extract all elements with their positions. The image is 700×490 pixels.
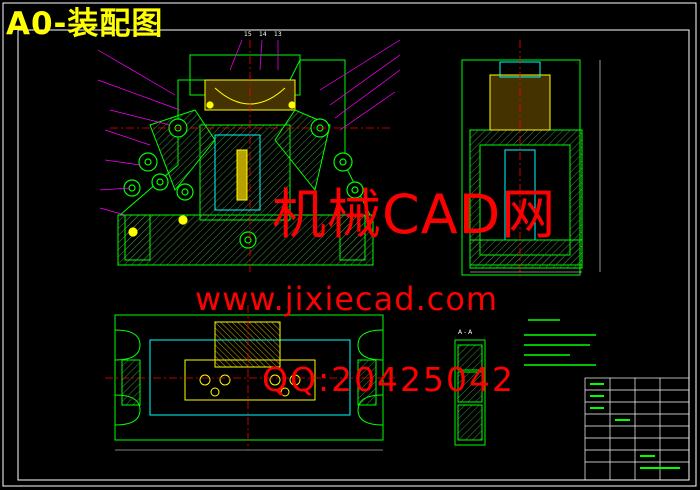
top-view-centerlines [105, 305, 395, 450]
balloon-13: 13 [274, 31, 282, 38]
drawing-title: A0-装配图 [6, 6, 164, 42]
top-view-holes [199, 374, 301, 397]
technical-notes [524, 319, 596, 366]
title-block-text-marks [590, 383, 680, 469]
watermark-url: www.jixiecad.com [195, 280, 499, 318]
title-block [584, 377, 690, 481]
watermark-qq: QQ:20425042 [262, 360, 516, 399]
top-view [114, 314, 384, 441]
watermark-brand: 机械CAD网 [272, 183, 557, 246]
balloon-14: 14 [259, 31, 267, 38]
front-view-balloons: 15 14 13 [244, 31, 282, 38]
section-a-a [454, 339, 486, 446]
front-view-leaders [97, 39, 401, 216]
section-label: A - A [458, 329, 473, 336]
front-view-centerlines [110, 40, 390, 275]
side-view-dimensions [470, 60, 601, 273]
balloon-15: 15 [244, 31, 252, 38]
